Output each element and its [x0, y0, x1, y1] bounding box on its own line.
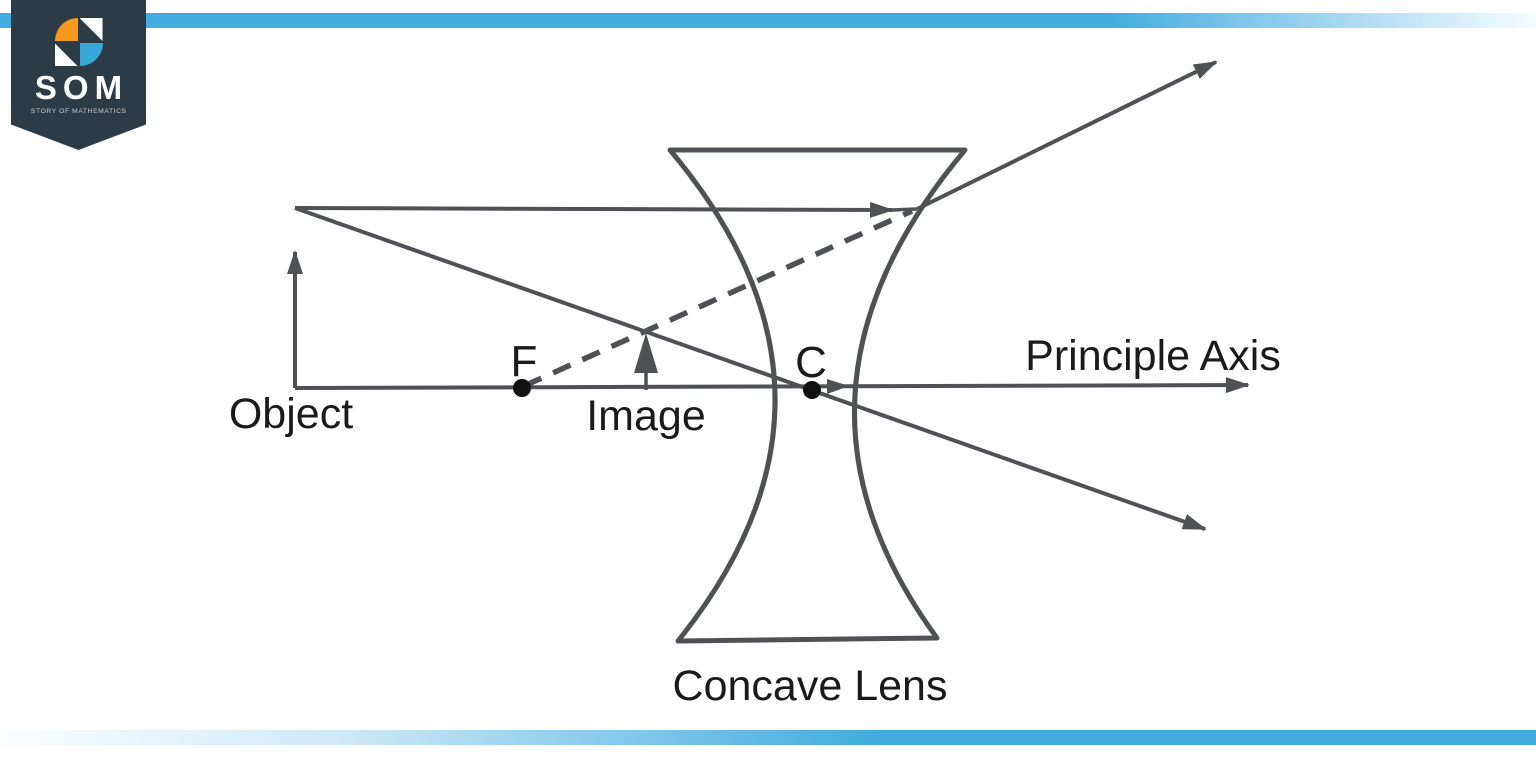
optical-center-label: C [795, 338, 827, 387]
principle-axis-line [294, 377, 1250, 394]
top-accent-bar [0, 13, 1536, 28]
incident-ray-tip [891, 207, 918, 212]
concave-lens-shape [667, 147, 968, 644]
object-label: Object [229, 390, 353, 438]
focal-point-label: F [511, 337, 538, 386]
pinwheel-quadrant-white-top [79, 18, 103, 41]
principle-axis-label: Principle Axis [1025, 332, 1281, 380]
pinwheel-quadrant-blue [79, 43, 103, 66]
logo-banner: SOM STORY OF MATHEMATICS [11, 0, 146, 150]
bottom-accent-bar [0, 730, 1536, 745]
image-arrow-head [634, 333, 658, 373]
virtual-ray-dashed [522, 208, 914, 389]
optical-center-dot [803, 381, 821, 399]
som-pinwheel-icon [54, 18, 103, 66]
pinwheel-quadrant-orange [54, 18, 78, 41]
focal-point-dot [513, 379, 531, 397]
concave-lens-label: Concave Lens [673, 662, 948, 710]
logo-tagline: STORY OF MATHEMATICS [30, 108, 127, 115]
incident-ray-parallel [294, 201, 894, 218]
refracted-ray [916, 60, 1218, 211]
central-ray [294, 206, 1207, 531]
logo-acronym: SOM [34, 69, 129, 106]
image-label: Image [586, 392, 706, 440]
axis-direction-arrow [827, 379, 849, 394]
pinwheel-quadrant-white-bottom [54, 43, 78, 66]
